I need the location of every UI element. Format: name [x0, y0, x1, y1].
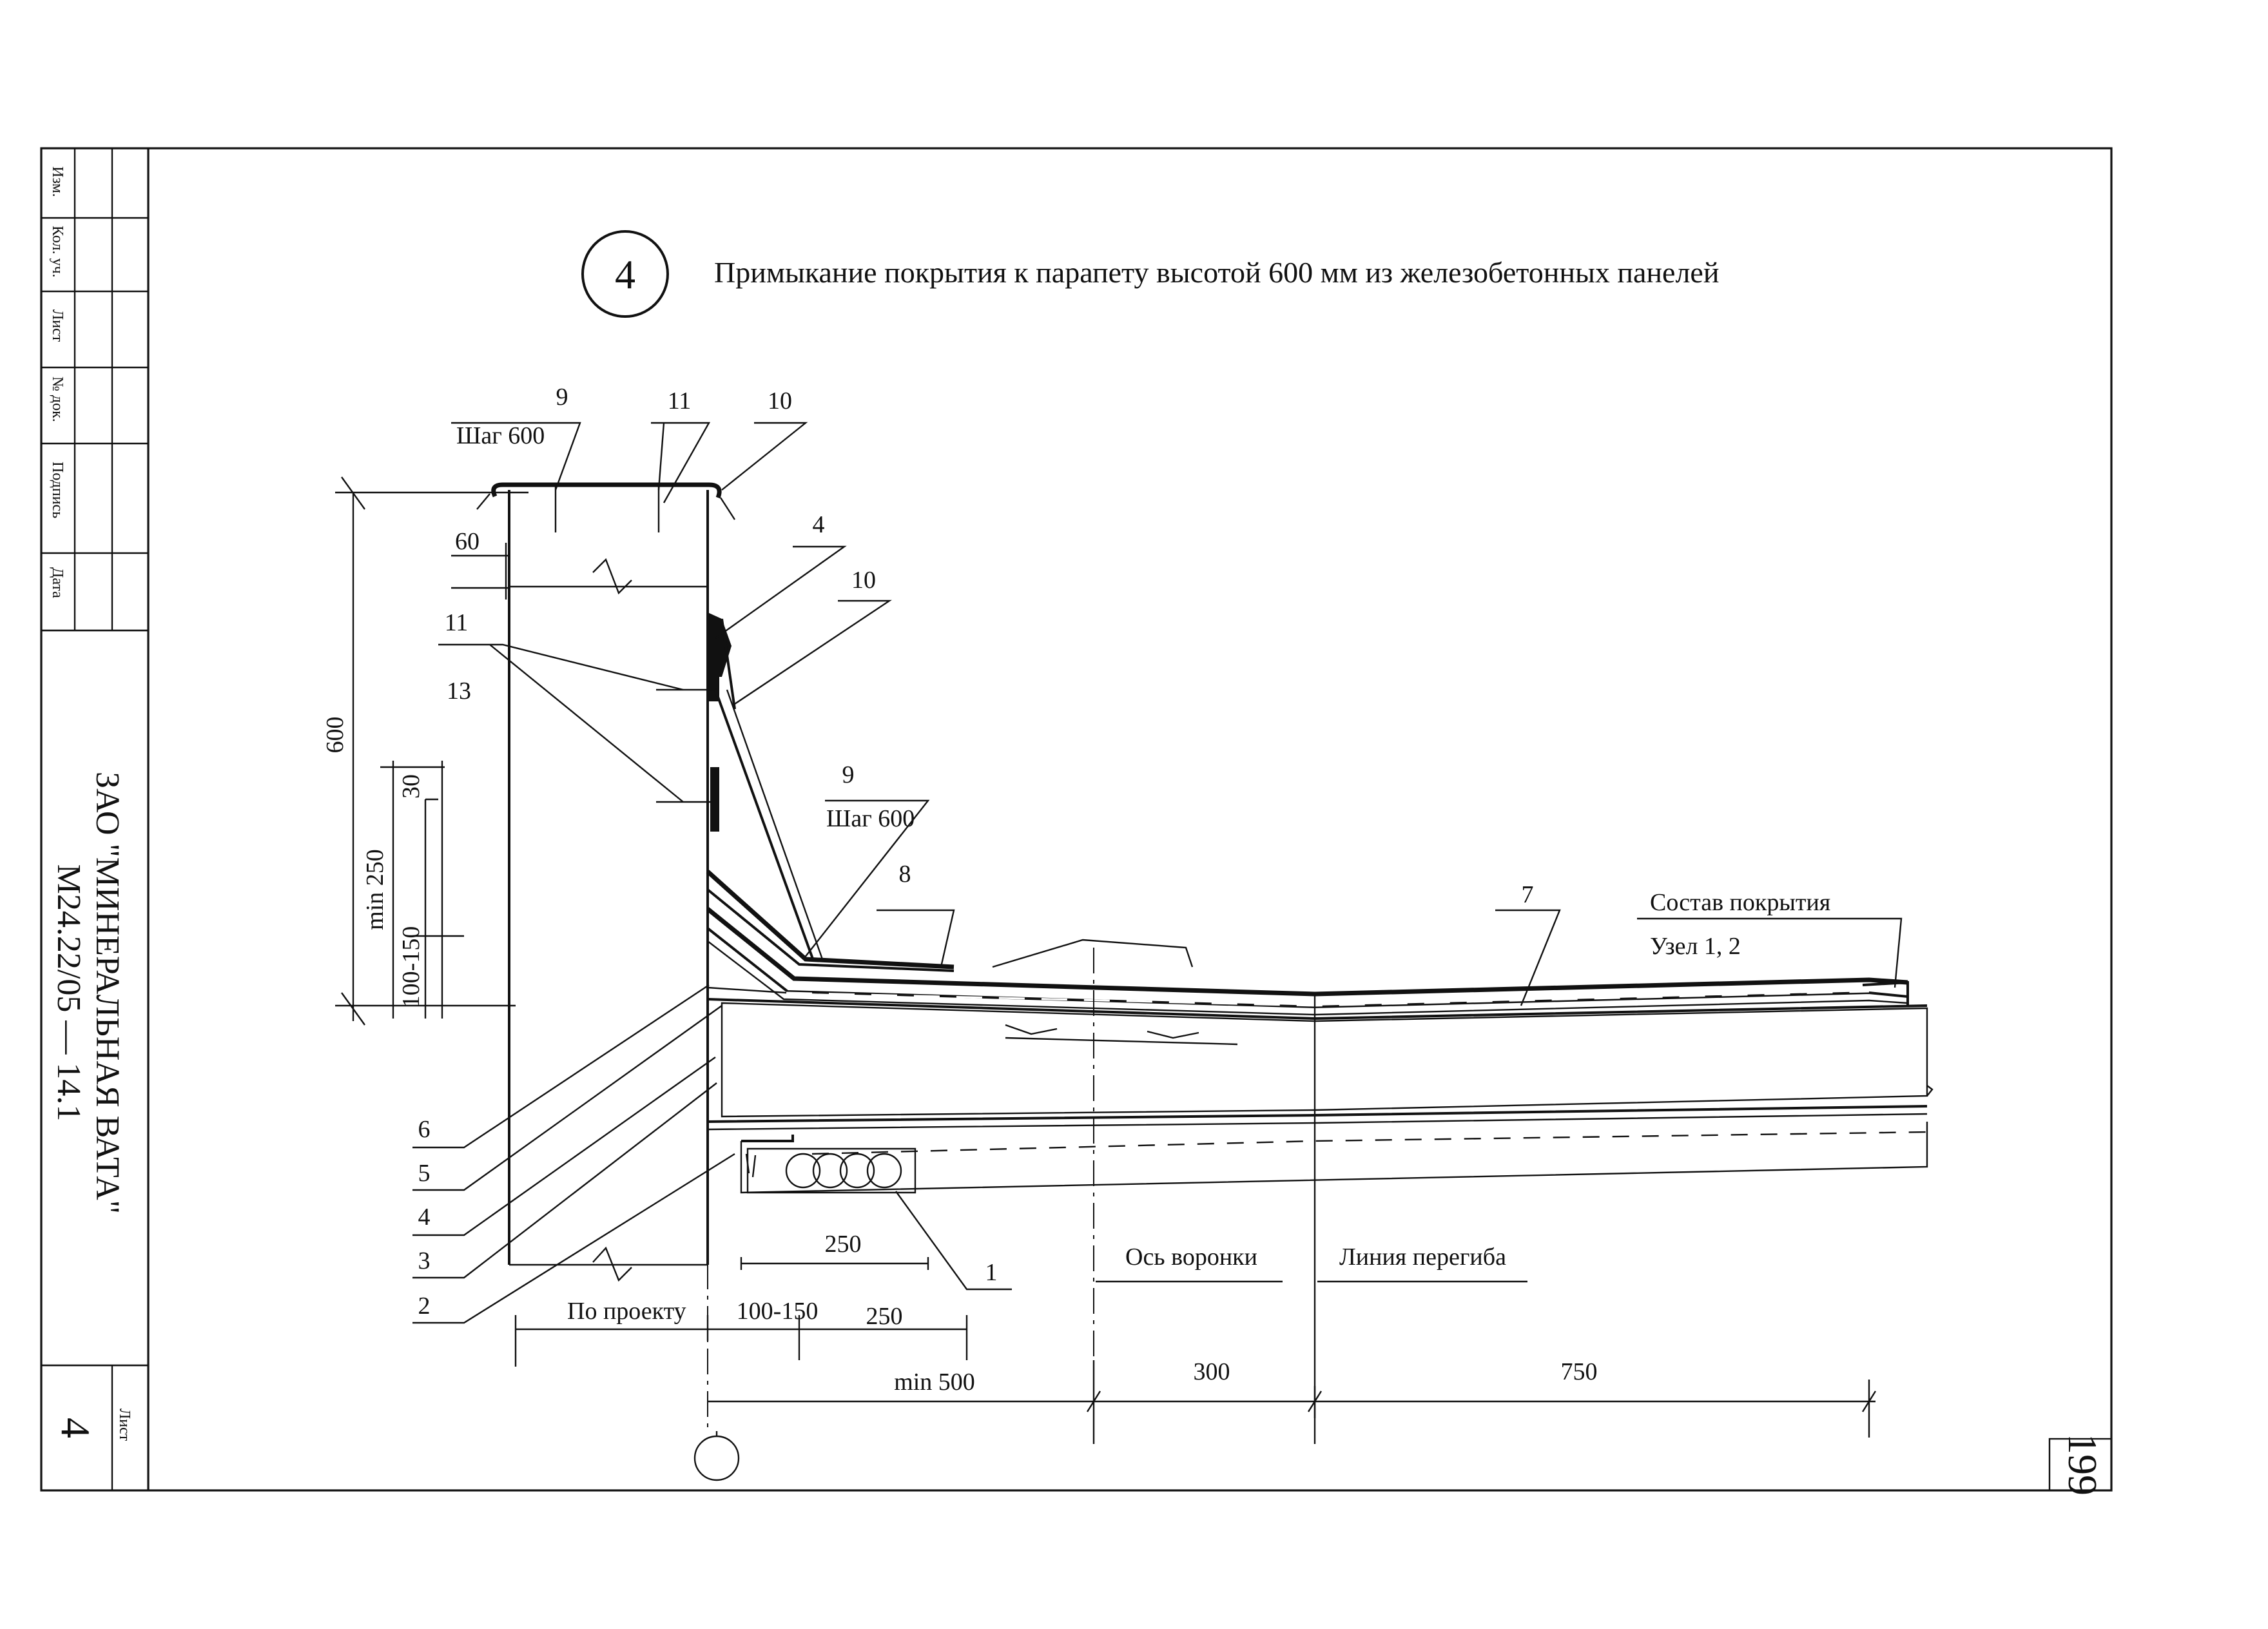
notes: Состав покрытия Узел 1, 2 Ось воронки Ли… — [567, 889, 1830, 1325]
dim-250-bottom: 250 — [866, 1303, 903, 1330]
callout-13: 13 — [447, 678, 471, 705]
dim-750: 750 — [1561, 1358, 1598, 1385]
dim-300: 300 — [1194, 1358, 1230, 1385]
bend-line-label: Линия перегиба — [1339, 1244, 1506, 1271]
leader-lines — [412, 422, 1903, 1324]
dim-100-150-vertical: 100-150 — [398, 926, 425, 1008]
callout-5: 5 — [418, 1160, 431, 1187]
dim-60: 60 — [455, 528, 480, 555]
organization-name: ЗАО "МИНЕРАЛЬНАЯ ВАТА" — [89, 772, 126, 1214]
sheet-number: 4 — [53, 1418, 99, 1438]
callout-3: 3 — [418, 1247, 431, 1274]
dim-min-250: min 250 — [362, 849, 389, 930]
sheet-label: Лист — [116, 1409, 133, 1441]
callout-4: 4 — [418, 1204, 431, 1231]
parapet-panel — [508, 490, 709, 1282]
dimension-lines — [335, 476, 1877, 1444]
document-code: М24.22/05 — 14.1 — [50, 864, 87, 1122]
roof-funnel-sketch — [992, 939, 1238, 1046]
step-label-top: Шаг 600 — [456, 422, 545, 449]
callouts: 9 Шаг 600 11 10 4 10 11 13 9 Шаг 600 8 7… — [418, 384, 1534, 1320]
callout-10-mid: 10 — [851, 567, 876, 594]
composition-note: Состав покрытия — [1650, 889, 1830, 916]
callout-8: 8 — [899, 861, 911, 888]
axis-lines — [693, 948, 1316, 1481]
parapet-cap-flashing — [476, 482, 736, 532]
title-block: ЗАО "МИНЕРАЛЬНАЯ ВАТА" М24.22/05 — 14.1 … — [40, 629, 150, 1492]
stamp-label-kol-uch: Кол. уч. — [49, 226, 66, 278]
callout-2: 2 — [418, 1292, 431, 1320]
stamp-label-list: Лист — [49, 309, 66, 342]
stamp-label-doc-number: № док. — [49, 376, 66, 422]
callout-4-top: 4 — [813, 511, 825, 538]
by-project-label: По проекту — [567, 1298, 686, 1325]
callout-7: 7 — [1522, 881, 1534, 908]
callout-9-mid: 9 — [842, 761, 855, 788]
stamp-label-signature: Подпись — [49, 462, 66, 518]
dim-min-500: min 500 — [894, 1369, 975, 1396]
dim-250-top: 250 — [825, 1231, 862, 1258]
dimension-values: 60 600 min 250 30 100-150 250 100-150 25… — [322, 528, 1598, 1396]
revision-stamp-column: Изм. Кол. уч. Лист № док. Подпись Дата — [40, 147, 150, 632]
callout-1: 1 — [985, 1259, 998, 1286]
thermal-insulation — [721, 1002, 1934, 1118]
drawing-frame — [40, 147, 2113, 1492]
mineral-wool-filler — [745, 1147, 916, 1194]
detail-title: Примыкание покрытия к парапету высотой 6… — [714, 256, 1719, 289]
page-number-box: 199 — [2048, 1434, 2113, 1496]
callout-10-top: 10 — [768, 387, 792, 415]
detail-marker: 4 — [615, 251, 635, 297]
dim-100-150-horizontal: 100-150 — [737, 1298, 819, 1325]
dim-600: 600 — [322, 717, 349, 754]
stamp-label-date: Дата — [49, 567, 66, 598]
stamp-label-izm: Изм. — [49, 166, 66, 197]
callout-9-top: 9 — [556, 384, 568, 411]
node-reference: Узел 1, 2 — [1650, 933, 1741, 960]
callout-11-top: 11 — [668, 387, 692, 415]
page-number: 199 — [2060, 1434, 2106, 1496]
step-label-mid: Шаг 600 — [826, 805, 915, 832]
callout-11-left: 11 — [445, 609, 469, 636]
wall-flashing — [656, 612, 955, 970]
drawing-title: 4 Примыкание покрытия к парапету высотой… — [581, 230, 1719, 318]
funnel-axis-label: Ось воронки — [1125, 1244, 1257, 1271]
dim-30: 30 — [398, 774, 425, 799]
callout-6: 6 — [418, 1116, 431, 1143]
